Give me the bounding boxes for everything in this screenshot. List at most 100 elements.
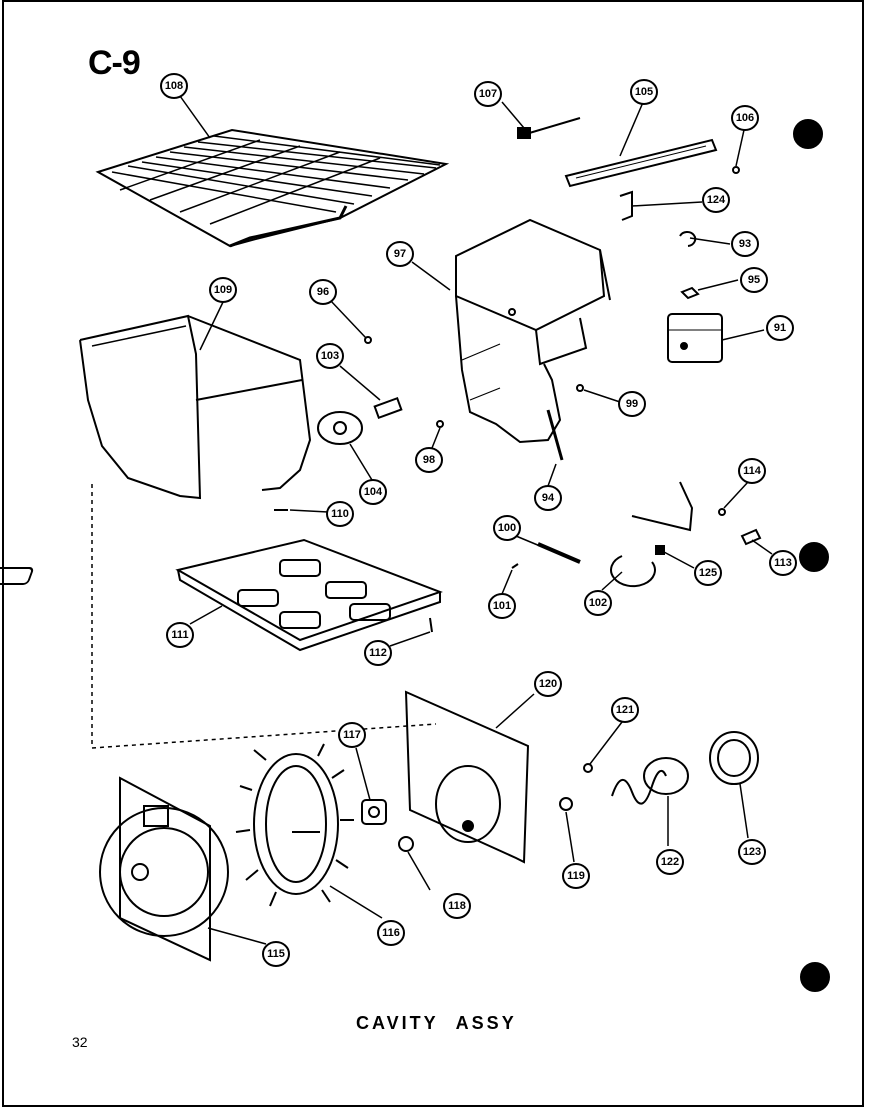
callout-97-circle [386,241,414,267]
callout-110: 110 [331,508,349,520]
callout-122: 122 [661,856,679,868]
callout-111-circle [166,622,194,648]
callout-124: 124 [707,194,726,206]
callout-95: 95 [748,274,760,286]
screw-101-part [511,563,519,569]
switch-part [667,313,723,363]
callout-106: 106 [736,112,754,124]
cavity-bottom-dashed-outline [91,484,437,749]
callout-120: 120 [539,678,557,690]
callout-120-circle [534,671,562,697]
callout-118: 118 [448,900,466,912]
pin-112-part [429,617,433,633]
callout-112-circle [364,640,392,666]
callout-91-circle [766,315,794,341]
screw-99-part [576,384,584,392]
callout-119: 119 [567,870,585,882]
section-code: C-9 [88,44,141,82]
washer-part [398,836,414,852]
callout-119-circle [562,863,590,889]
grille-rack-part [95,128,450,248]
callout-110-circle [326,501,354,527]
callout-93-circle [731,231,759,257]
callout-100: 100 [498,522,516,534]
terminal-part [537,542,581,564]
binder-hole-bottom [800,962,830,992]
callout-108-circle [160,73,188,99]
callout-99-circle [618,391,646,417]
callout-103-circle [316,343,344,369]
diagram-caption: CAVITY ASSY [356,1013,517,1033]
callout-91: 91 [774,322,786,334]
callout-109-circle [209,277,237,303]
callout-121: 121 [616,704,634,716]
callout-116-circle [377,920,405,946]
callout-105: 105 [635,86,653,98]
spring-clip-part [609,555,656,587]
light-cover-part [709,731,759,785]
bushing-part [361,799,387,825]
callout-106-circle [731,105,759,131]
blower-housing-part [79,314,312,500]
callout-102-circle [584,590,612,616]
plate-part [404,690,530,864]
screw-121-part [583,763,593,773]
callout-125-circle [694,560,722,586]
callout-114-circle [738,458,766,484]
callout-124-circle [702,187,730,213]
callout-121-circle [611,697,639,723]
binder-hole-middle [799,542,829,572]
callout-104-circle [359,479,387,505]
callout-125: 125 [699,567,717,579]
clip-part [680,286,700,300]
heating-element-part [611,757,689,805]
callout-94: 94 [542,492,555,504]
callout-117: 117 [343,729,361,741]
callout-95-circle [740,267,768,293]
callout-98: 98 [423,454,435,466]
page-frame [2,0,864,1107]
rail-part [564,138,718,188]
callout-96-circle [309,279,337,305]
motor-part [317,411,363,445]
callout-108: 108 [165,80,183,92]
callout-107-circle [474,81,502,107]
screw-114-part [718,508,726,516]
callout-98-circle [415,447,443,473]
bracket-125-part [631,481,694,555]
fan-shroud-part [99,776,229,962]
callout-117-circle [338,722,366,748]
callout-123-circle [738,839,766,865]
screw-96-part [364,336,372,344]
page-number: 32 [72,1034,88,1050]
callout-93: 93 [739,238,751,250]
callout-114: 114 [743,465,762,477]
binder-hole-top [793,119,823,149]
callout-113: 113 [774,557,792,569]
callout-101: 101 [493,600,511,612]
sensor-probe-part [517,117,581,139]
callout-118-circle [443,893,471,919]
tray-part [0,538,443,652]
callout-115-circle [262,941,290,967]
callout-105-circle [630,79,658,105]
connector-part [373,396,403,420]
screw-part [732,166,740,174]
callout-115: 115 [267,948,285,960]
callout-113-circle [769,550,797,576]
bracket-part [619,190,633,221]
callout-123: 123 [743,846,761,858]
clip-113-part [740,528,762,546]
nut-part [559,797,573,811]
leader-lines [179,95,773,945]
callout-109: 109 [214,284,232,296]
callout-103: 103 [321,350,339,362]
callout-107: 107 [479,88,497,100]
callout-99: 99 [626,398,638,410]
screw-98-part [436,420,444,428]
clip-ring-part [679,231,697,247]
callout-104: 104 [364,486,383,498]
callout-circles [160,73,797,967]
callout-116: 116 [382,927,400,939]
